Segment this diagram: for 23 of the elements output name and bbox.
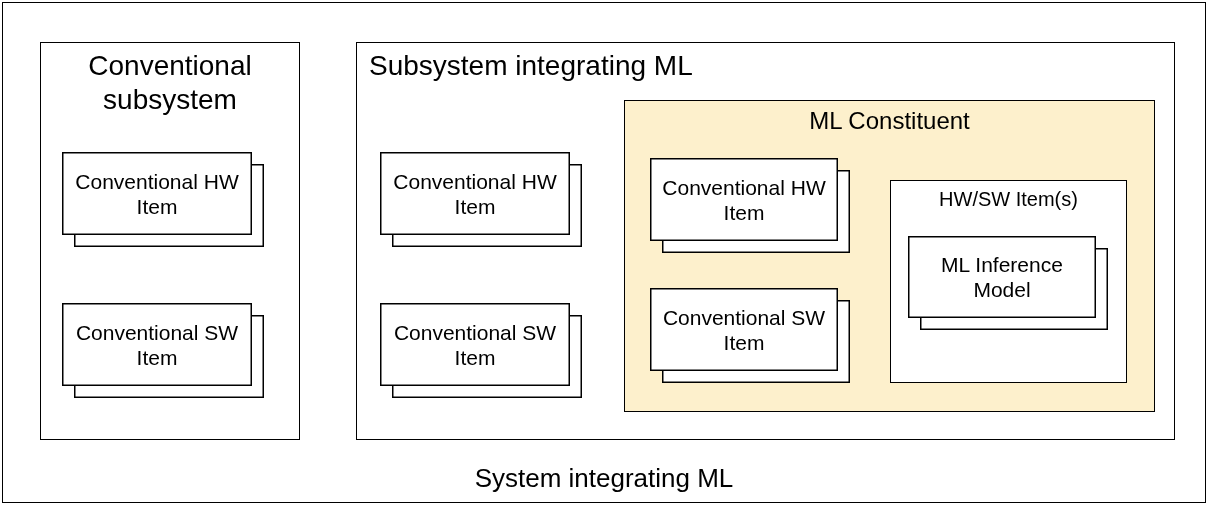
item-label: ML Inference Model (940, 251, 1064, 303)
group-title: ML Constituent (808, 107, 971, 136)
stacked-item-box (650, 158, 850, 253)
item-label: Conventional SW Item (74, 319, 240, 370)
subsystem-frame (40, 42, 300, 440)
group-title: HW/SW Item(s) (938, 187, 1079, 211)
item-label: Conventional HW Item (661, 174, 827, 225)
stacked-item-box (62, 303, 264, 398)
stacked-item-box (380, 303, 582, 398)
subsystem-frame (356, 42, 1175, 440)
item-label: Conventional HW Item (392, 168, 558, 219)
stacked-item-box (650, 288, 850, 383)
stacked-item-box (908, 236, 1108, 330)
constituent-panel (624, 100, 1155, 412)
item-label: Conventional SW Item (392, 319, 558, 370)
item-label: Conventional SW Item (661, 304, 827, 355)
group-title: Subsystem integrating ML (369, 49, 693, 83)
item-label: Conventional HW Item (74, 168, 240, 219)
stacked-item-box (62, 152, 264, 247)
item-frame (890, 180, 1127, 383)
group-title: Conventional subsystem (87, 49, 253, 117)
group-title: System integrating ML (473, 462, 735, 494)
stacked-item-box (380, 152, 582, 247)
